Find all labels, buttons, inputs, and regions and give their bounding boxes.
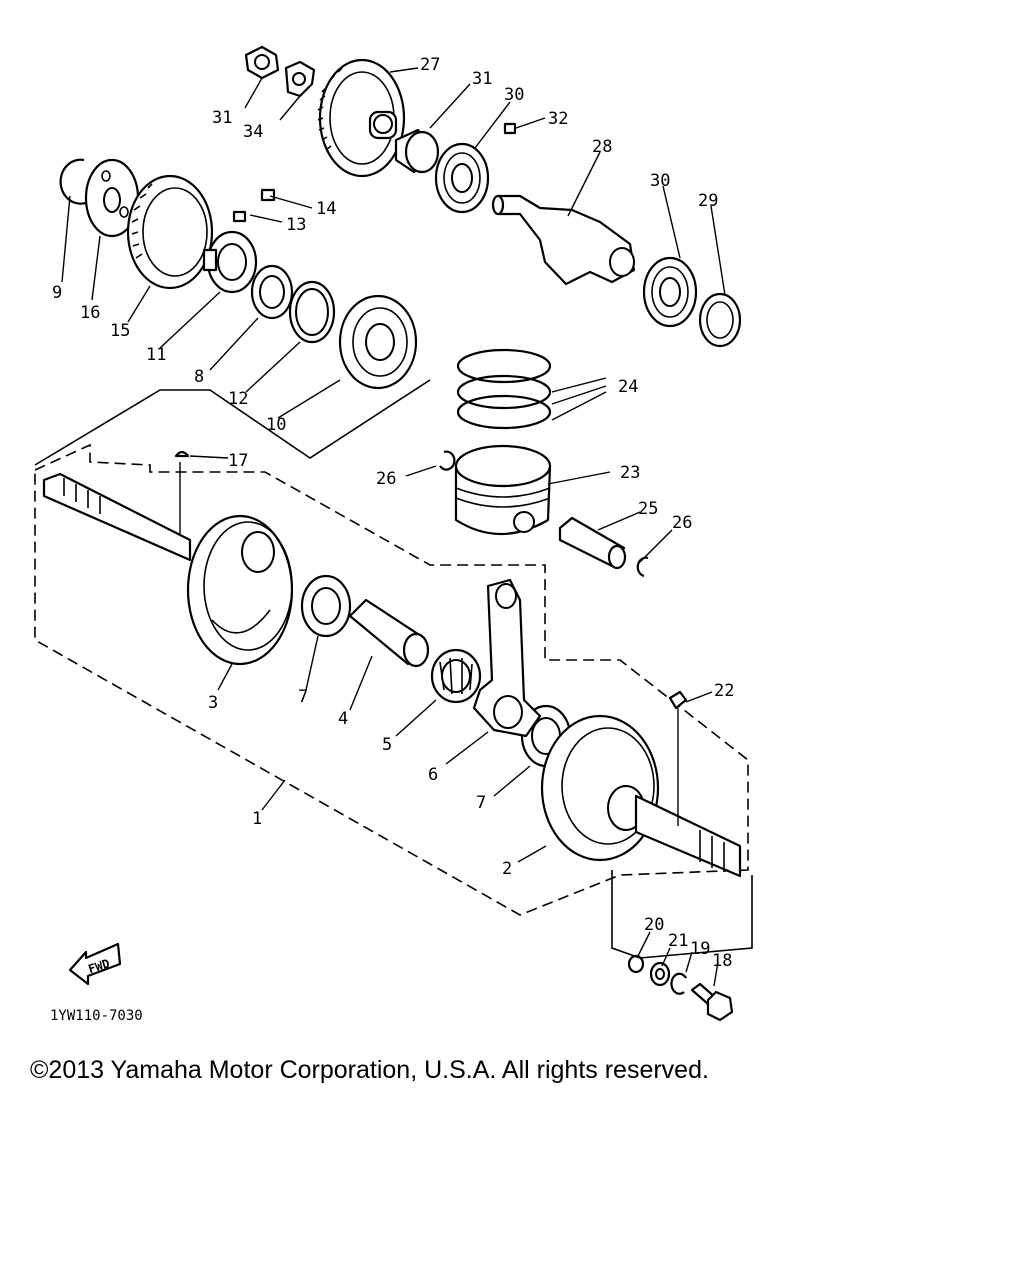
part-2-crank-right (540, 714, 742, 878)
callout-33: 31 (212, 108, 232, 128)
part-14-plunger (260, 188, 276, 202)
fwd-label: FWD (86, 956, 111, 976)
part-22-woodruff-key (668, 690, 688, 710)
callout-1: 1 (252, 809, 262, 829)
part-4-crank-pin (348, 598, 430, 668)
callout-4: 4 (338, 709, 348, 729)
callout-labels: 31 34 27 31 30 32 28 30 29 14 13 9 16 15… (52, 55, 734, 971)
leader-lines (61, 67, 726, 987)
part-10-bearing (338, 294, 418, 390)
part-20-o-ring (627, 954, 645, 974)
part-13-spring (232, 210, 247, 223)
exploded-parts-diagram: FWD 1YW110-7030 (34, 45, 753, 1024)
callout-7-right: 7 (476, 793, 486, 813)
part-16-plate (84, 158, 140, 238)
callout-26-left: 26 (376, 469, 396, 489)
callout-31: 31 (472, 69, 492, 89)
bearing-group-outline (34, 379, 431, 466)
callout-6: 6 (428, 765, 438, 785)
part-28-balancer-shaft (491, 194, 636, 286)
part-7-shim-left (300, 574, 352, 638)
part-3-crank-left (42, 472, 294, 666)
part-30-bearing-upper (434, 142, 490, 214)
callout-7-left: 7 (298, 687, 308, 707)
part-33-nut (244, 45, 280, 80)
callout-27: 27 (420, 55, 440, 75)
callout-9: 9 (52, 283, 62, 303)
part-8-collar (250, 264, 294, 320)
callout-25: 25 (638, 499, 658, 519)
part-32-key (503, 122, 517, 135)
part-12-shim (288, 280, 336, 344)
callout-12: 12 (228, 389, 248, 409)
copyright-notice: ©2013 Yamaha Motor Corporation, U.S.A. A… (30, 1056, 709, 1084)
part-5-needle-bearing (430, 648, 482, 704)
callout-2: 2 (502, 859, 512, 879)
part-26-piston-pin-clip-right (636, 556, 649, 578)
callout-26-right: 26 (672, 513, 692, 533)
part-15-starter-gear (126, 174, 214, 290)
part-34-lock-washer (284, 60, 316, 98)
part-26-piston-pin-clip-left (439, 450, 456, 471)
callout-20: 20 (644, 915, 664, 935)
part-31-collar (394, 128, 440, 174)
part-21-washer (649, 961, 671, 987)
callout-19: 19 (690, 939, 710, 959)
callout-30-top: 30 (504, 85, 524, 105)
part-23-piston (454, 444, 552, 535)
callout-24: 24 (618, 377, 638, 397)
part-27-primary-gear (317, 58, 406, 178)
callout-15: 15 (110, 321, 130, 341)
callout-23: 23 (620, 463, 640, 483)
callout-5: 5 (382, 735, 392, 755)
callout-17: 17 (228, 451, 248, 471)
part-6-connecting-rod (472, 578, 542, 738)
part-9-circlip (59, 158, 95, 205)
callout-30-right: 30 (650, 171, 670, 191)
part-11-starter-clutch (202, 230, 258, 294)
figure-code: 1YW110-7030 (50, 1008, 143, 1024)
callout-3: 3 (208, 693, 218, 713)
callout-14: 14 (316, 199, 336, 219)
crankshaft-assembly-dashed-outline (34, 443, 749, 916)
part-29-oil-seal (698, 292, 742, 348)
part-17-woodruff-key (174, 450, 190, 458)
callout-10: 10 (266, 415, 286, 435)
part-19-lock-washer (670, 972, 687, 995)
part-24-piston-rings (456, 348, 552, 430)
callout-16: 16 (80, 303, 100, 323)
callout-18: 18 (712, 951, 732, 971)
callout-32: 32 (548, 109, 568, 129)
forward-arrow-icon (68, 942, 122, 986)
callout-28: 28 (592, 137, 612, 157)
part-25-piston-pin (558, 516, 627, 570)
callout-11: 11 (146, 345, 166, 365)
callout-34: 34 (243, 122, 263, 142)
part-18-bolt (690, 982, 734, 1022)
callout-21: 21 (668, 931, 688, 951)
part-30-bearing-lower (642, 256, 698, 328)
callout-13: 13 (286, 215, 306, 235)
callout-22: 22 (714, 681, 734, 701)
callout-8: 8 (194, 367, 204, 387)
callout-29: 29 (698, 191, 718, 211)
